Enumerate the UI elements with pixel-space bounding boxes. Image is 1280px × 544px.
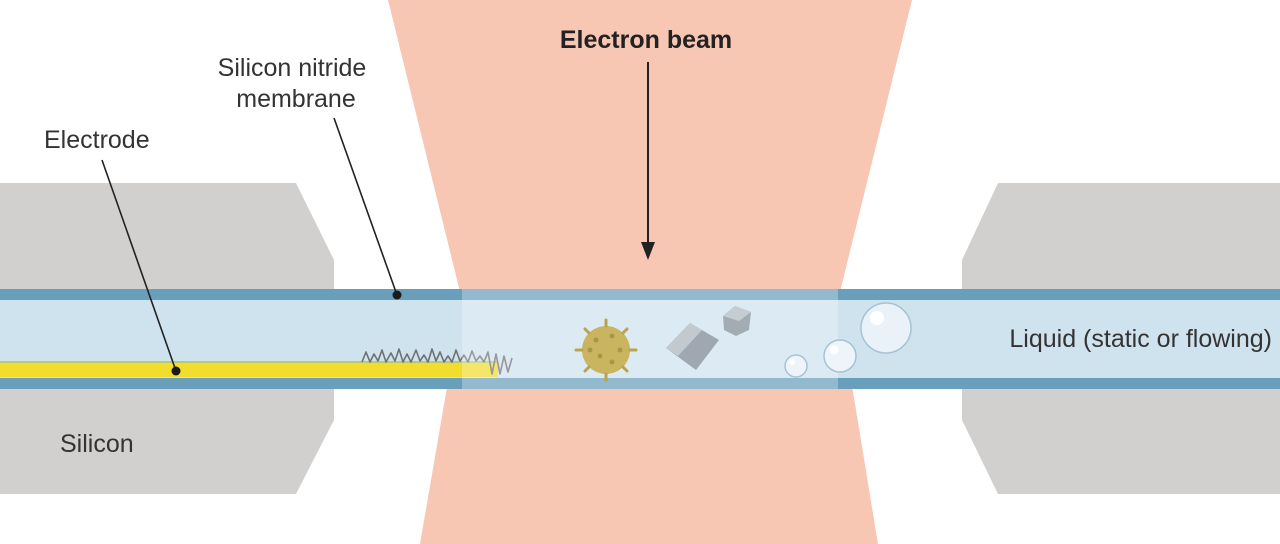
silicon-label: Silicon [60,430,134,458]
crystal-large [666,323,719,370]
crystal-small [723,306,751,336]
electron-beam-label: Electron beam [560,26,732,54]
imaging-window [462,289,838,389]
membrane-leader-line [333,117,398,296]
membrane-bottom [0,378,1280,389]
electrode-line [0,363,498,377]
membrane-label-line1: Silicon nitride [218,54,367,82]
membrane-label-line2: membrane [236,85,356,113]
liquid-label: Liquid (static or flowing) [1009,325,1272,353]
electrode-leader-dot [171,366,181,376]
electrode-label: Electrode [44,126,150,154]
bubble-large [860,302,912,354]
bubble-small [784,354,808,378]
virus-particle [574,318,638,382]
electron-beam-arrow [641,62,655,260]
membrane-leader-dot [392,290,402,300]
membrane-top [0,289,1280,300]
bubble-medium [823,339,857,373]
electron-beam [388,0,912,544]
electrode-leader-line [101,159,177,372]
dendrite-growth [361,348,513,375]
